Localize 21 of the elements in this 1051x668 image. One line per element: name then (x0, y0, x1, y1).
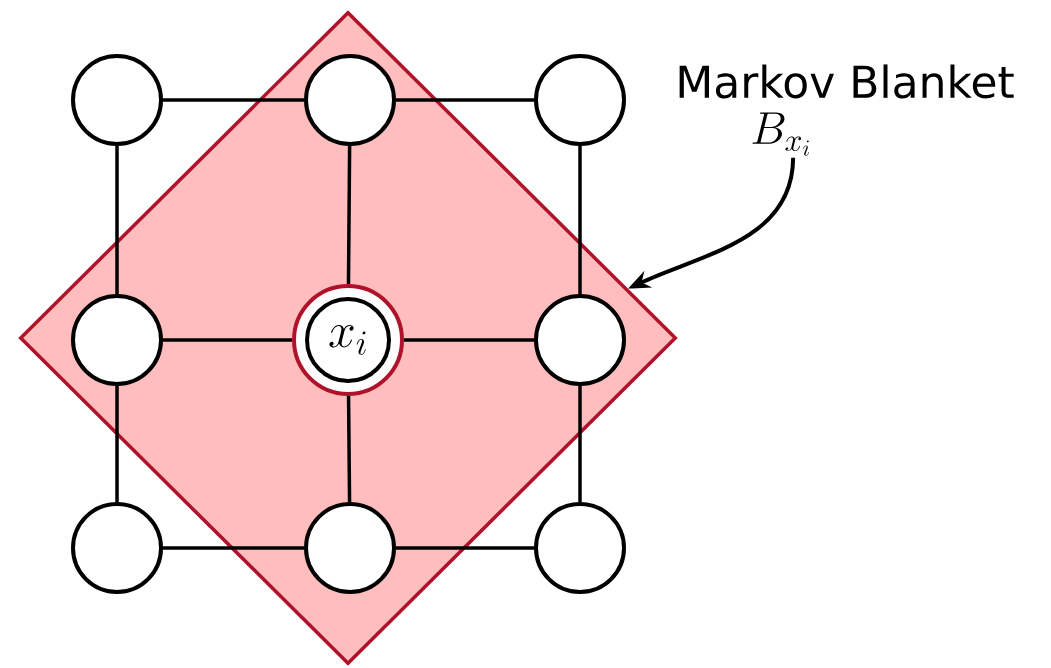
graph-edge (163, 338, 292, 342)
graph-edge (404, 338, 534, 342)
graph-edge (396, 546, 534, 550)
annotation-text: Markov Blanket $B_{x_i}$ (679, 64, 1014, 156)
graph-edge (578, 386, 582, 502)
graph-edge (346, 145, 352, 284)
variable-circle (534, 294, 626, 386)
variable-circle (71, 502, 163, 594)
variable-circle (304, 54, 396, 146)
graph-edge (396, 98, 534, 102)
variable-circle (534, 502, 626, 594)
graph-edge (115, 146, 119, 294)
graph-edge (115, 386, 119, 502)
graph-edge (578, 146, 582, 294)
graph-edge (163, 546, 304, 550)
variable-circle (534, 54, 626, 146)
variable-circle (71, 294, 163, 386)
graph-edge (163, 98, 304, 102)
variable-circle (71, 54, 163, 146)
graph-edge (346, 395, 352, 502)
variable-circle (304, 502, 396, 594)
